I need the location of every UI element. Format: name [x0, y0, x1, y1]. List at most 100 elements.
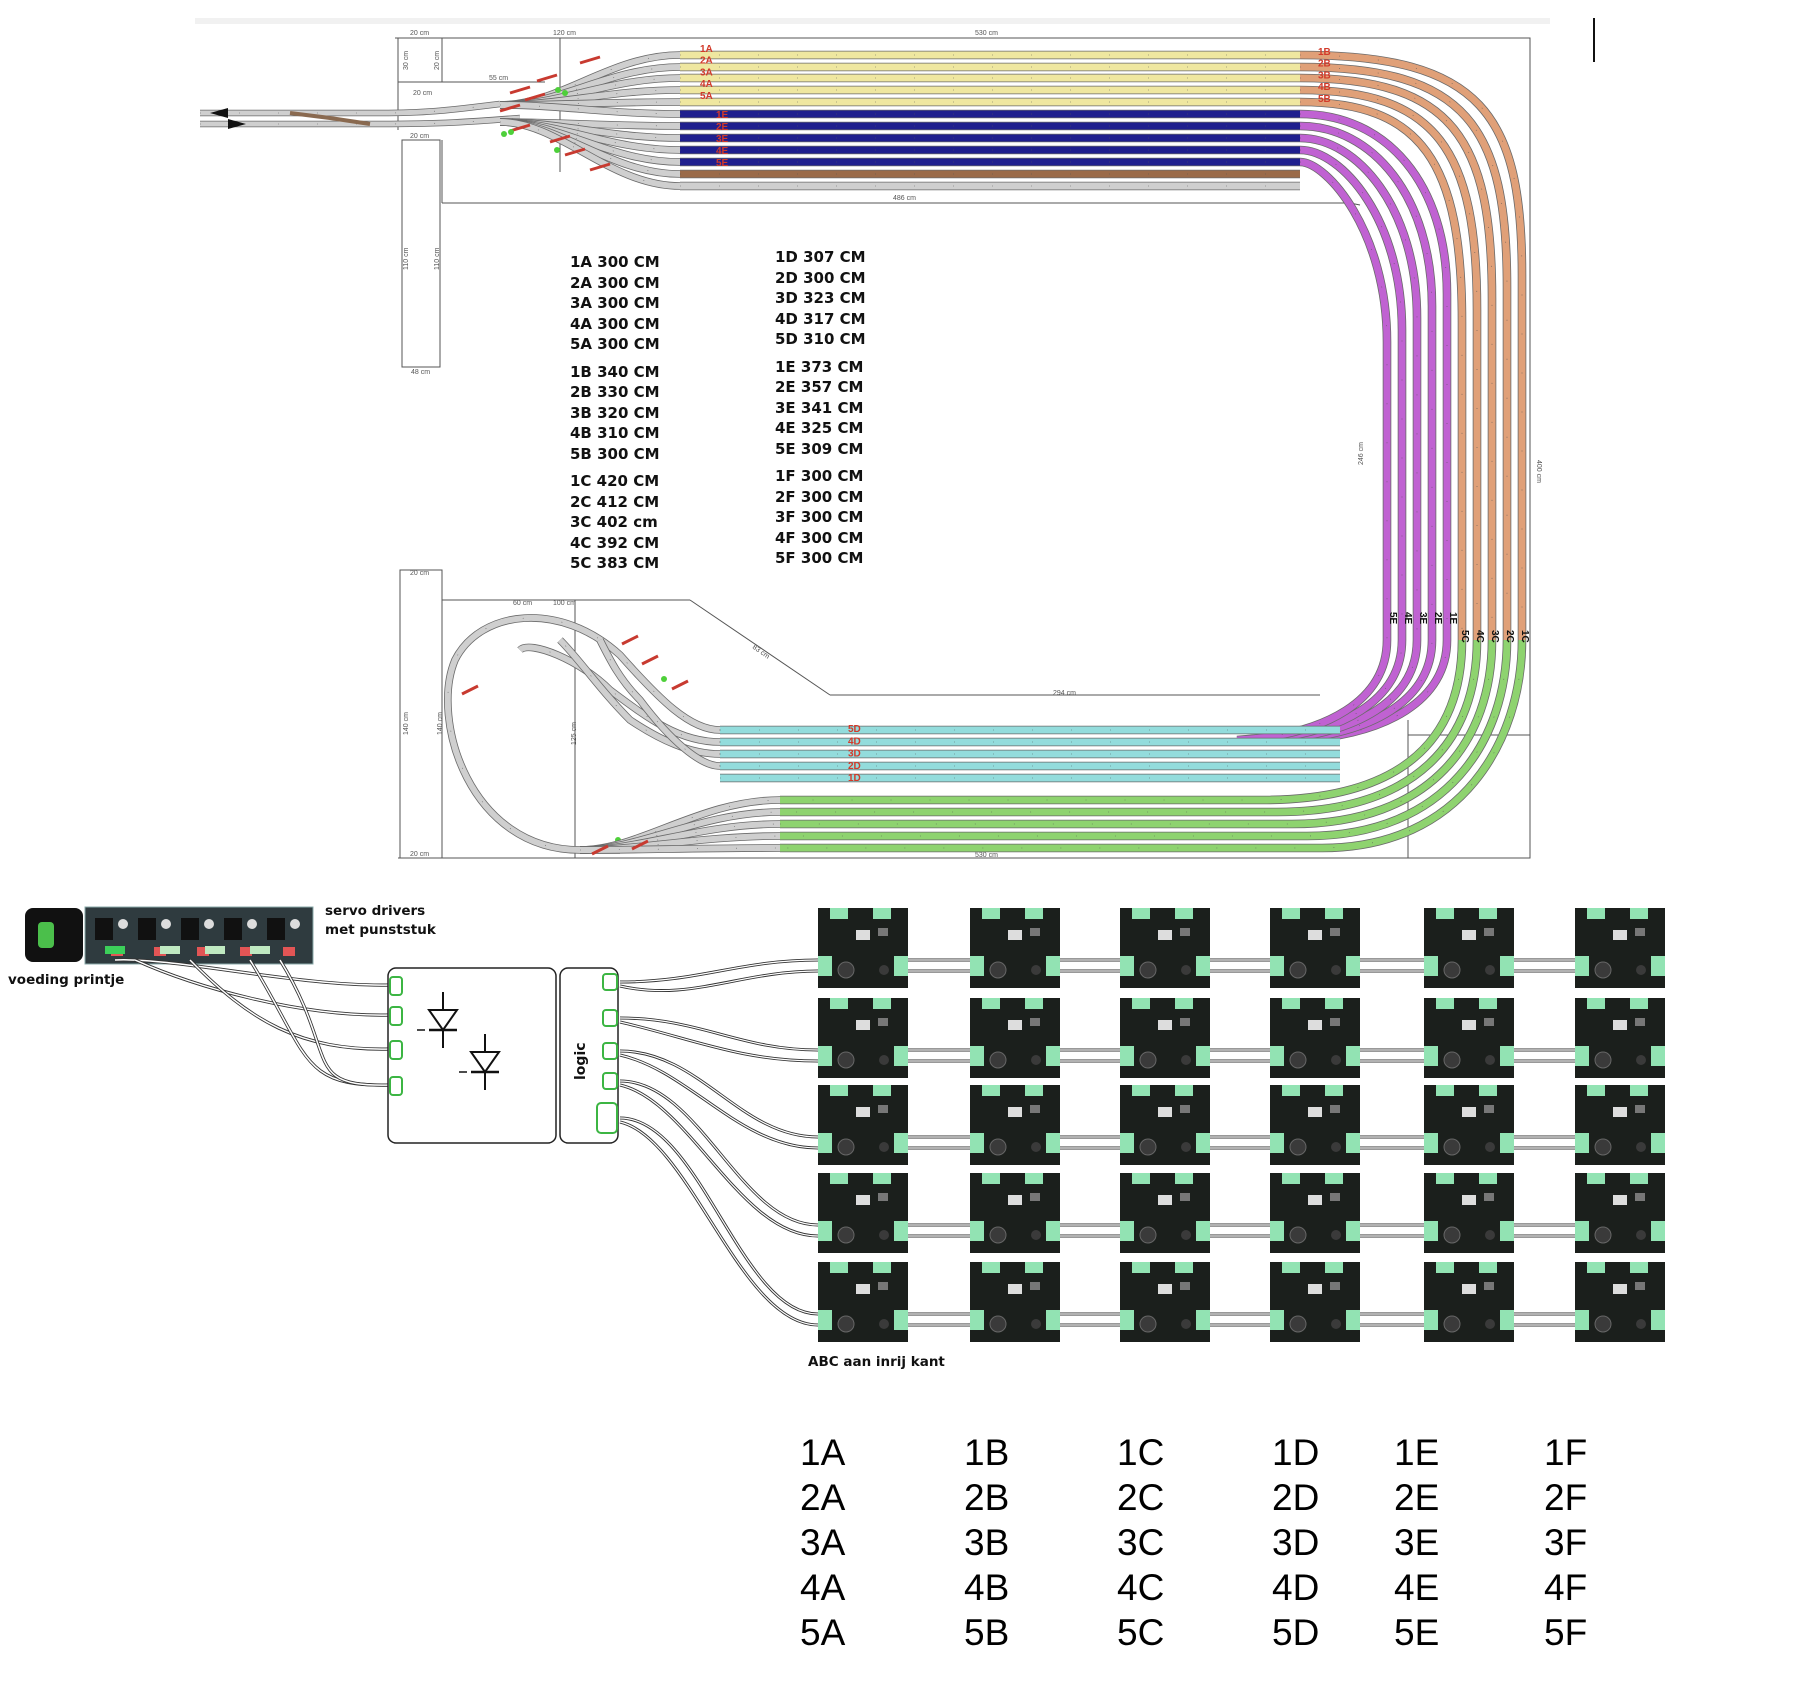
detector-component — [1484, 1282, 1494, 1290]
servo-wire — [134, 959, 391, 1016]
detector-terminal-top — [1479, 1085, 1497, 1096]
curve-e-3-joints — [1266, 137, 1418, 741]
detector-component — [1330, 1282, 1340, 1290]
detector-inductor — [1594, 1226, 1612, 1244]
detector-capacitor — [1485, 965, 1495, 975]
detector-capacitor — [879, 1142, 889, 1152]
detector-terminal-right — [1346, 1310, 1360, 1330]
detector-inductor — [1139, 1226, 1157, 1244]
detector-capacitor — [1031, 1142, 1041, 1152]
track-code-label: 4A — [700, 79, 713, 90]
detector-terminal-top — [830, 1085, 848, 1096]
detector-chip — [1462, 1020, 1476, 1030]
detector-terminal-top — [1175, 1262, 1193, 1273]
diode-box-terminal — [389, 976, 403, 996]
detector-chip — [856, 1195, 870, 1205]
fan-track-8-joints — [499, 121, 681, 139]
detector-terminal-right — [1651, 956, 1665, 976]
detector-capacitor — [1181, 1319, 1191, 1329]
detector-terminal-top — [1025, 1262, 1043, 1273]
curve-c-5-joints — [780, 639, 1463, 801]
detector-inductor — [989, 961, 1007, 979]
logic-wire — [619, 1121, 819, 1326]
detector-board — [1424, 998, 1514, 1078]
detector-inductor — [1139, 1051, 1157, 1069]
detector-component — [878, 1105, 888, 1113]
detector-terminal-left — [1120, 1310, 1134, 1330]
detector-inductor — [1594, 1138, 1612, 1156]
detector-terminal-left — [1120, 1133, 1134, 1153]
curve-b-3 — [1299, 74, 1496, 640]
curve-e-5 — [1236, 158, 1391, 744]
grid-cell: 3D — [1272, 1522, 1320, 1563]
track-length-entry: 4D 317 CM — [775, 309, 866, 328]
track-code-label: 3E — [1417, 612, 1428, 625]
turnout-mark — [549, 134, 571, 144]
detector-component — [1180, 1193, 1190, 1201]
track-length-entry: 2C 412 CM — [570, 492, 660, 511]
detector-terminal-right — [1346, 1046, 1360, 1066]
detector-board — [970, 1085, 1060, 1165]
track-code-label: 2E — [716, 122, 729, 133]
detector-board — [818, 1262, 908, 1342]
detector-board — [818, 1173, 908, 1253]
detector-terminal-top — [1436, 908, 1454, 919]
detector-component — [1484, 928, 1494, 936]
detector-component — [878, 1282, 888, 1290]
detector-terminal-right — [1196, 1133, 1210, 1153]
servo-drivers-label: servo drivers — [325, 903, 426, 919]
detector-inductor — [837, 1315, 855, 1333]
track-length-entry: 1C 420 CM — [570, 472, 660, 490]
detector-inductor — [1443, 1226, 1461, 1244]
detector-terminal-right — [1046, 1046, 1060, 1066]
detector-component — [1030, 1193, 1040, 1201]
fan-track-12 — [499, 119, 681, 189]
grid-cell: 2B — [964, 1477, 1010, 1518]
grid-cell: 3C — [1117, 1522, 1165, 1563]
detector-terminal-top — [1282, 1173, 1300, 1184]
detector-terminal-left — [818, 1046, 832, 1066]
dim-label: 20 cm — [410, 30, 429, 37]
curve-e-4-joints — [1251, 149, 1403, 741]
grid-cell: 4B — [964, 1567, 1010, 1608]
track-code-label: 2B — [1318, 59, 1331, 70]
detector-terminal-top — [1587, 908, 1605, 919]
track-length-entry: 3B 320 CM — [570, 403, 660, 422]
detector-inductor — [989, 1051, 1007, 1069]
entry-arrow-left — [228, 119, 246, 129]
detector-capacitor — [1485, 1142, 1495, 1152]
detector-chip — [1158, 1020, 1172, 1030]
detector-terminal-top — [1282, 908, 1300, 919]
detector-chip — [1158, 1107, 1172, 1117]
turnout-mark — [509, 123, 531, 133]
track-code-label: 5E — [1387, 612, 1398, 625]
detector-component — [1635, 1193, 1645, 1201]
detector-inductor — [1289, 961, 1307, 979]
dim-label: 83 cm — [751, 644, 771, 661]
detector-terminal-right — [894, 956, 908, 976]
detector-inductor — [1289, 1315, 1307, 1333]
track-code-label: 1E — [716, 110, 729, 121]
detector-capacitor — [1485, 1230, 1495, 1240]
detector-capacitor — [1181, 1142, 1191, 1152]
grid-cell: 3B — [964, 1522, 1010, 1563]
fan-track-4-joints — [499, 89, 681, 106]
detector-terminal-top — [830, 1173, 848, 1184]
detector-terminal-top — [830, 908, 848, 919]
detector-terminal-top — [1282, 998, 1300, 1009]
detector-terminal-left — [1575, 1310, 1589, 1330]
track-code-label: 4B — [1318, 82, 1331, 93]
detector-terminal-top — [982, 1173, 1000, 1184]
servo-drivers-sublabel: met punststuk — [325, 922, 436, 938]
detector-capacitor — [1031, 965, 1041, 975]
detector-capacitor — [1181, 1055, 1191, 1065]
curve-b-1 — [1299, 51, 1526, 640]
detector-board — [970, 908, 1060, 988]
logic-terminal — [602, 1009, 618, 1027]
detector-terminal-right — [1651, 1221, 1665, 1241]
detector-board — [1120, 1173, 1210, 1253]
